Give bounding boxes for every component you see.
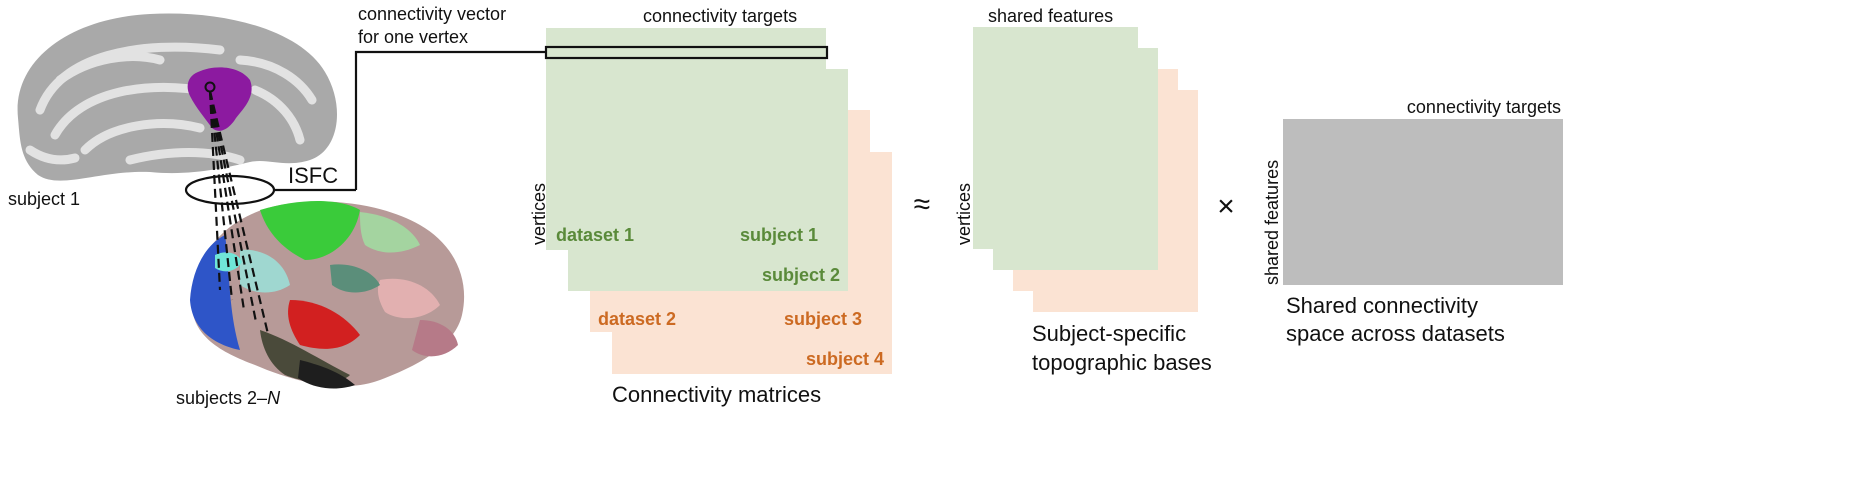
projection-lines (208, 90, 270, 335)
topographic-bases: shared features vertices Subject-specifi… (954, 6, 1212, 375)
subject1-label: subject 1 (8, 189, 80, 209)
shared-features-label: shared features (1262, 160, 1282, 285)
connectivity-matrices: connectivity targets vertices dataset 1 … (529, 6, 892, 407)
dataset1-label: dataset 1 (556, 225, 634, 245)
vector-label-line1: connectivity vector (358, 4, 506, 24)
conn-vertices-label: vertices (529, 183, 549, 245)
bases-caption-line1: Subject-specific (1032, 321, 1186, 346)
subject3-matrix-label: subject 3 (784, 309, 862, 329)
subject1-brain: subject 1 (8, 13, 337, 209)
shared-targets-label: connectivity targets (1407, 97, 1561, 117)
roi-region (187, 67, 252, 131)
shared-matrix (1283, 119, 1563, 285)
vector-label-line2: for one vertex (358, 27, 468, 47)
shared-caption-line1: Shared connectivity (1286, 293, 1478, 318)
basis-subject1 (973, 27, 1138, 249)
subject4-matrix-label: subject 4 (806, 349, 884, 369)
isfc-label: ISFC (288, 163, 338, 188)
bases-vertices-label: vertices (954, 183, 974, 245)
approx-symbol: ≈ (914, 188, 930, 221)
subjects-label: subjects 2–N (176, 388, 281, 408)
matrix-subject1 (546, 28, 826, 250)
subjects-brain: subjects 2–N (176, 201, 465, 408)
times-symbol: × (1217, 190, 1235, 223)
subject1-matrix-label: subject 1 (740, 225, 818, 245)
shared-caption-line2: space across datasets (1286, 321, 1505, 346)
dataset2-label: dataset 2 (598, 309, 676, 329)
conn-targets-label: connectivity targets (643, 6, 797, 26)
bases-caption-line2: topographic bases (1032, 350, 1212, 375)
connectivity-row-highlight (544, 45, 829, 60)
bases-top-label: shared features (988, 6, 1113, 26)
shared-space: connectivity targets shared features Sha… (1262, 97, 1563, 346)
subject2-matrix-label: subject 2 (762, 265, 840, 285)
connectivity-caption: Connectivity matrices (612, 382, 821, 407)
vector-connector (354, 50, 545, 190)
